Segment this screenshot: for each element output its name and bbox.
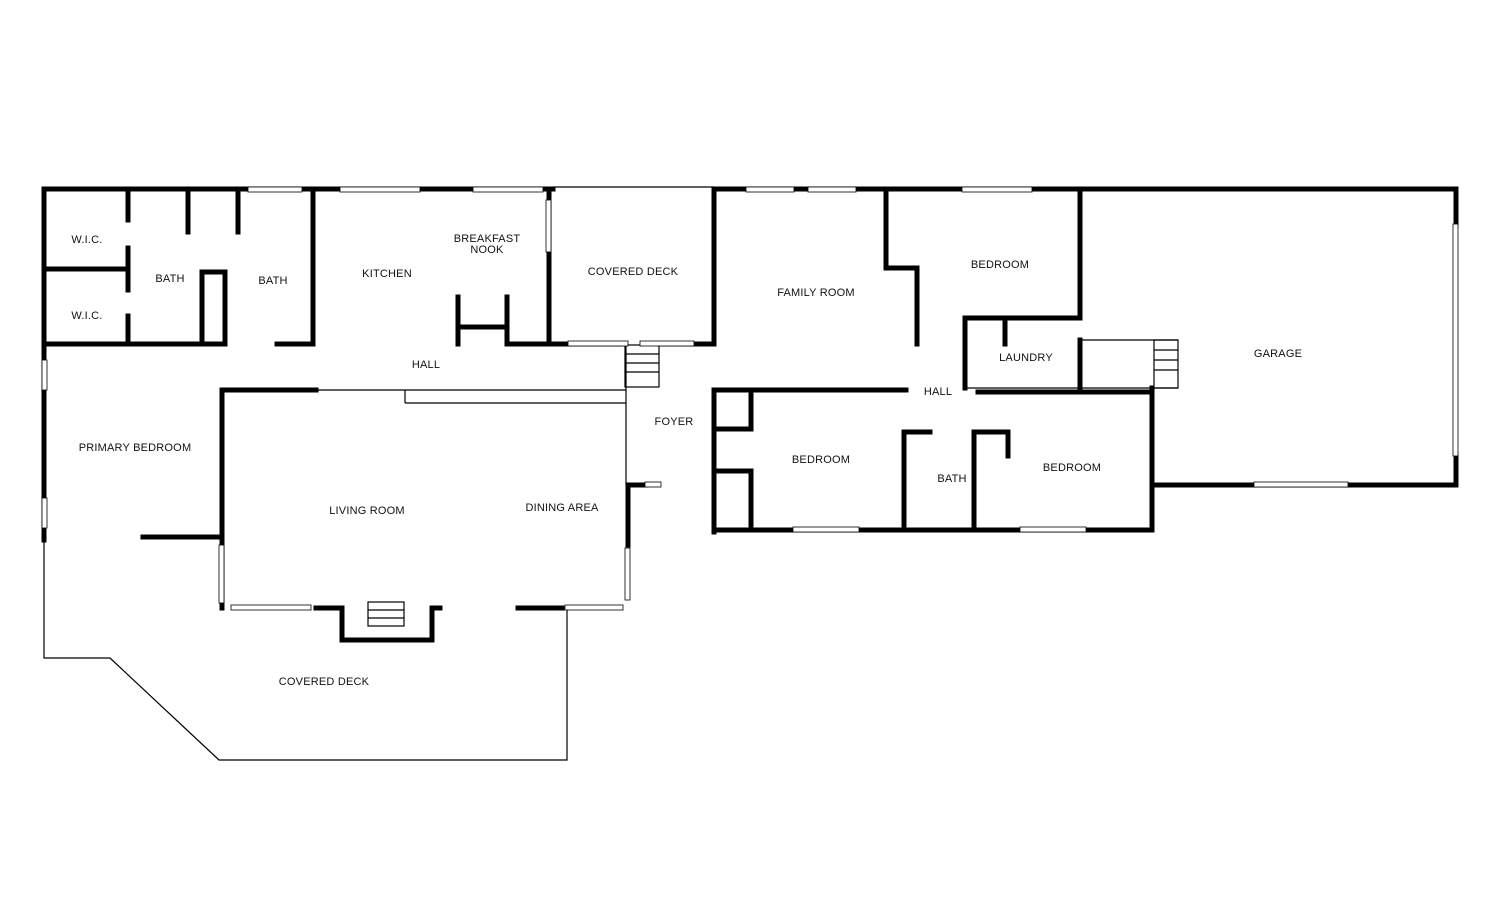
- label-foyer: FOYER: [655, 416, 694, 428]
- label-hall-east: HALL: [924, 386, 952, 398]
- label-kitchen: KITCHEN: [362, 268, 412, 280]
- label-wic-lower: W.I.C.: [71, 310, 102, 322]
- label-hall-main: HALL: [412, 359, 440, 371]
- label-bath-second: BATH: [258, 275, 287, 287]
- label-living-room: LIVING ROOM: [329, 505, 405, 517]
- label-breakfast-nook-line2: NOOK: [470, 244, 504, 256]
- label-covered-deck-top: COVERED DECK: [588, 266, 679, 278]
- label-bedroom-ne: BEDROOM: [971, 259, 1029, 271]
- label-wic-upper: W.I.C.: [71, 234, 102, 246]
- label-garage: GARAGE: [1254, 348, 1302, 360]
- label-bath-primary: BATH: [155, 273, 184, 285]
- walls: [41, 186, 1459, 643]
- label-bedroom-mid: BEDROOM: [792, 454, 850, 466]
- label-breakfast-nook-line1: BREAKFAST: [454, 233, 521, 245]
- room-labels: W.I.C. W.I.C. BATH BATH KITCHEN BREAKFAS…: [71, 233, 1302, 688]
- windows: [41, 186, 1459, 611]
- thin-walls: [43, 186, 1179, 761]
- label-family-room: FAMILY ROOM: [777, 287, 855, 299]
- label-bath-east: BATH: [937, 473, 966, 485]
- label-primary-bedroom: PRIMARY BEDROOM: [79, 442, 192, 454]
- label-bedroom-se: BEDROOM: [1043, 462, 1101, 474]
- label-dining-area: DINING AREA: [525, 502, 599, 514]
- label-laundry: LAUNDRY: [999, 352, 1053, 364]
- label-covered-deck-bottom: COVERED DECK: [279, 676, 370, 688]
